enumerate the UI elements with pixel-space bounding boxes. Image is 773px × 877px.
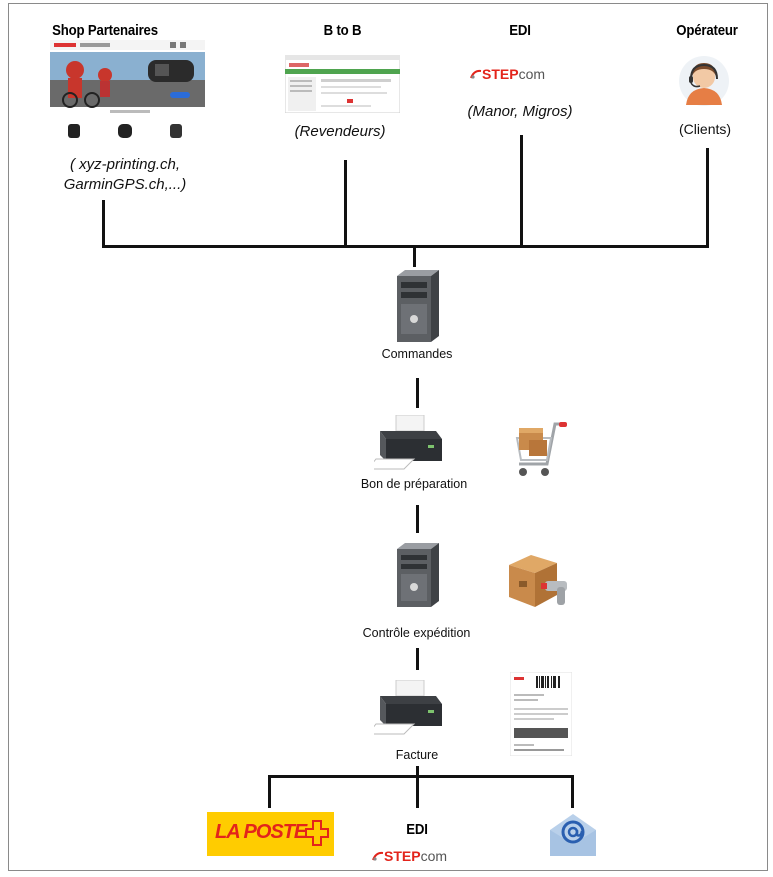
- stepcom-logo-bottom: STEPcom: [372, 848, 447, 864]
- la-poste-cross-icon: [305, 820, 329, 846]
- stepcom-swirl-icon: [470, 69, 482, 79]
- orders-label: Commandes: [381, 347, 453, 361]
- invoice-to-bottom-line: [416, 766, 419, 778]
- stepcom-swirl-icon: [372, 851, 384, 861]
- control-label: Contrôle expédition: [362, 626, 471, 640]
- control-to-invoice-line: [416, 648, 419, 670]
- edi-bottom-title: EDI: [406, 821, 428, 838]
- bus-to-server-line: [413, 245, 416, 267]
- prep-printer-icon: [366, 414, 444, 470]
- prep-label: Bon de préparation: [360, 477, 468, 491]
- orders-server-icon: [393, 270, 441, 342]
- email-envelope-icon: [548, 812, 598, 858]
- edi-top-caption: (Manor, Migros): [467, 103, 573, 120]
- b2b-caption: (Revendeurs): [294, 123, 386, 140]
- package-scanner-icon: [505, 555, 577, 610]
- operator-headset-icon: [678, 55, 730, 107]
- la-poste-logo: LA POSTE: [207, 812, 334, 856]
- la-poste-logo-text: LA POSTE: [215, 821, 307, 843]
- b2b-portal-screenshot: [284, 54, 401, 114]
- poste-drop-line: [268, 775, 271, 808]
- bottom-bus-line: [268, 775, 574, 778]
- stepcom-logo-top: STEPcom: [470, 66, 545, 82]
- b2b-drop-line: [344, 160, 347, 248]
- control-server-icon: [393, 543, 441, 607]
- invoice-label: Facture: [395, 748, 439, 762]
- operator-caption: (Clients): [678, 121, 732, 137]
- shop-caption-line1: ( xyz-printing.ch,: [69, 156, 181, 173]
- b2b-title: B to B: [323, 22, 362, 39]
- shop-partners-title: Shop Partenaires: [52, 22, 158, 39]
- orders-to-prep-line: [416, 378, 419, 408]
- invoice-document-icon: [509, 671, 573, 757]
- invoice-printer-icon: [366, 679, 444, 735]
- edi-bottom-drop-line: [416, 775, 419, 808]
- email-drop-line: [571, 775, 574, 808]
- shopping-cart-icon: [505, 420, 570, 482]
- prep-to-control-line: [416, 505, 419, 533]
- edi-top-title: EDI: [509, 22, 531, 39]
- shop-website-screenshot: [50, 40, 205, 150]
- shop-caption-line2: GarminGPS.ch,...): [63, 176, 187, 193]
- shop-drop-line: [102, 200, 105, 248]
- edi-drop-line: [520, 135, 523, 248]
- top-bus-line: [102, 245, 709, 248]
- operator-title: Opérateur: [676, 22, 738, 39]
- operator-drop-line: [706, 148, 709, 248]
